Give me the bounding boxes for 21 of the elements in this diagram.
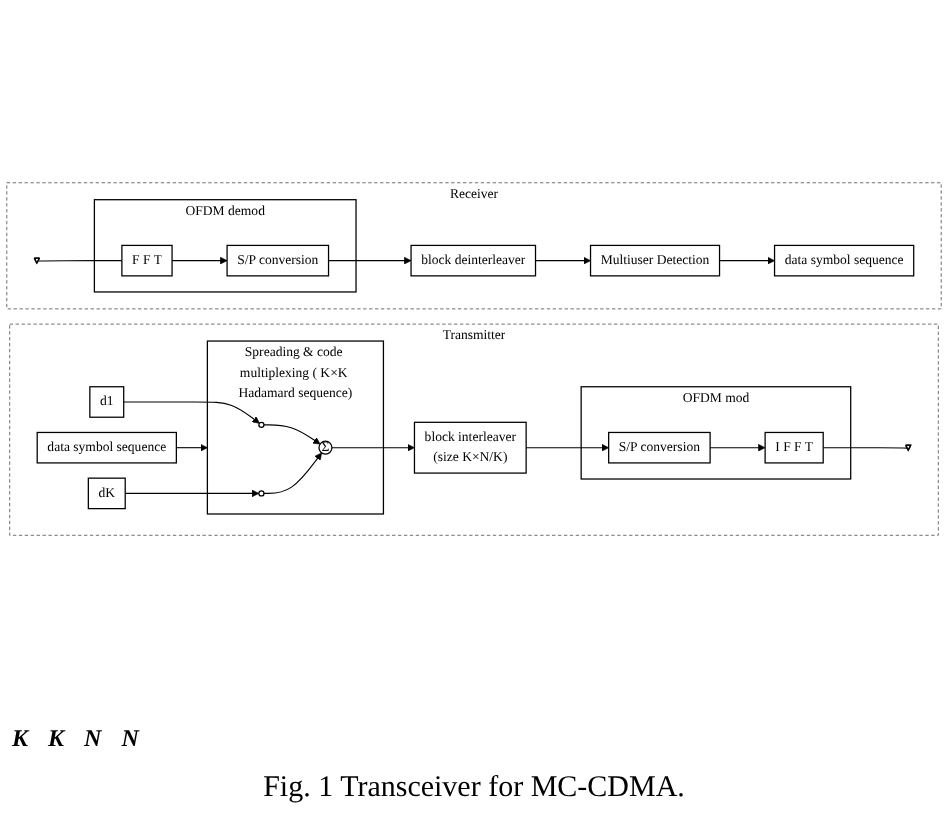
figure-caption: Fig. 1 Transceiver for MC-CDMA. <box>261 772 687 806</box>
arrow <box>123 402 260 425</box>
arrow <box>525 444 609 453</box>
arrow <box>331 444 415 453</box>
arrow <box>263 453 322 495</box>
arrow <box>534 257 591 266</box>
arrow <box>263 425 321 446</box>
dimension-label: K <box>48 724 65 754</box>
dimension-label: N <box>84 724 102 754</box>
dimension-label: K <box>12 724 29 754</box>
arrow <box>175 444 208 453</box>
arrow <box>124 490 260 499</box>
connector <box>38 261 123 263</box>
arrow <box>709 444 766 453</box>
arrow <box>327 257 412 266</box>
arrow <box>171 257 228 266</box>
arrow <box>719 257 775 266</box>
node-circle <box>258 422 265 429</box>
connector <box>822 448 908 450</box>
node-circle <box>258 491 265 498</box>
dimension-label: N <box>121 724 139 754</box>
